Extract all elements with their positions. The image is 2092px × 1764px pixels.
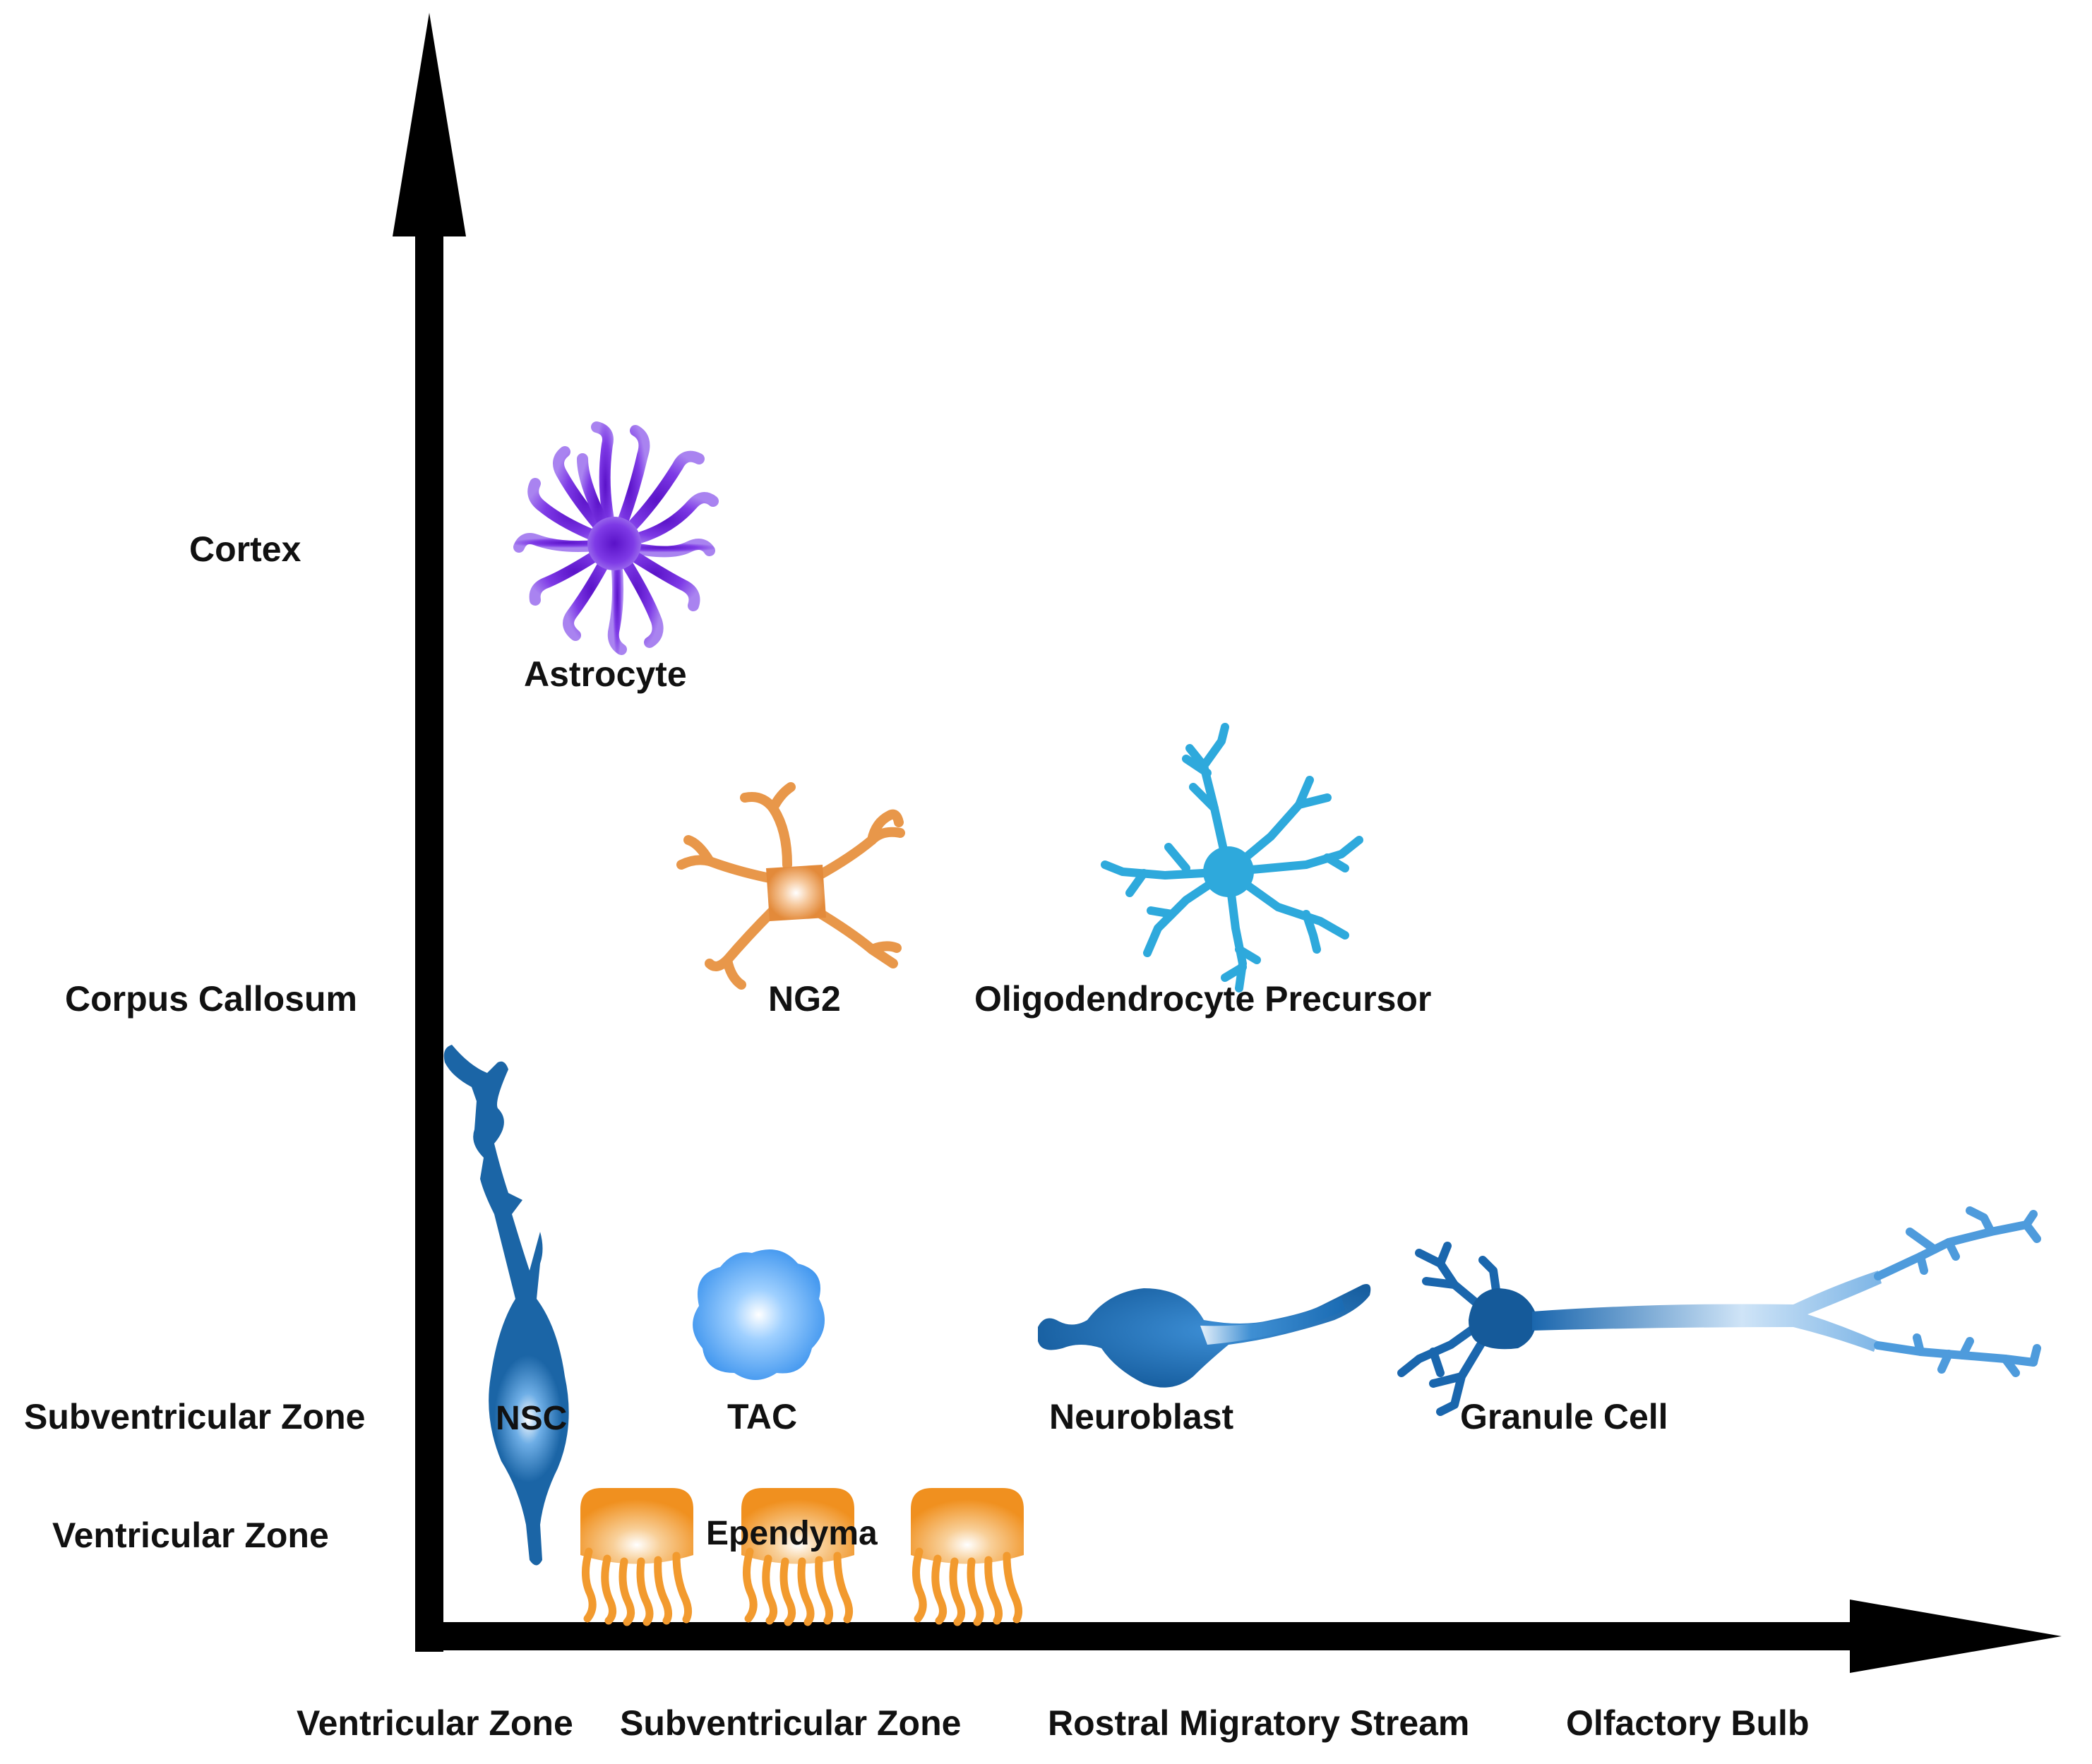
ependymal-cell-3 — [911, 1488, 1024, 1622]
y-label-cortex: Cortex — [189, 529, 301, 569]
x-label-olfactory-bulb: Olfactory Bulb — [1566, 1703, 1809, 1743]
x-axis-arrowhead — [1850, 1600, 2062, 1673]
granule-cell — [1397, 1206, 2041, 1416]
opc-label: Oligodendrocyte Precursor — [974, 979, 1431, 1019]
nsc-cell — [443, 1045, 569, 1566]
opc-cell — [1101, 723, 1363, 992]
ependyma-cells — [580, 1488, 1024, 1622]
y-label-ventricular-zone: Ventricular Zone — [52, 1516, 329, 1555]
x-label-subventricular-zone: Subventricular Zone — [620, 1703, 961, 1743]
axes — [393, 13, 2062, 1673]
neuroblast-cell — [1038, 1284, 1371, 1388]
ng2-cell — [676, 782, 905, 990]
x-label-rostral-migratory-stream: Rostral Migratory Stream — [1048, 1703, 1469, 1743]
x-label-ventricular-zone: Ventricular Zone — [297, 1703, 573, 1743]
x-axis-line — [415, 1622, 1855, 1650]
nsc-label: NSC — [496, 1400, 567, 1437]
astrocyte-label: Astrocyte — [524, 654, 687, 694]
ependymal-cell-1 — [580, 1488, 693, 1622]
ependymal-cell-2 — [741, 1488, 854, 1622]
granule-cell-label: Granule Cell — [1460, 1397, 1668, 1436]
y-label-subventricular-zone: Subventricular Zone — [24, 1397, 365, 1436]
neuroblast-label: Neuroblast — [1049, 1397, 1234, 1436]
ependyma-label: Ependyma — [706, 1515, 878, 1552]
tac-cell — [693, 1249, 825, 1380]
y-label-corpus-callosum: Corpus Callosum — [65, 979, 357, 1019]
y-axis-line — [415, 233, 443, 1652]
ng2-label: NG2 — [768, 979, 841, 1019]
tac-label: TAC — [727, 1397, 797, 1436]
y-axis-arrowhead — [393, 13, 466, 236]
astrocyte-cell — [513, 421, 719, 655]
